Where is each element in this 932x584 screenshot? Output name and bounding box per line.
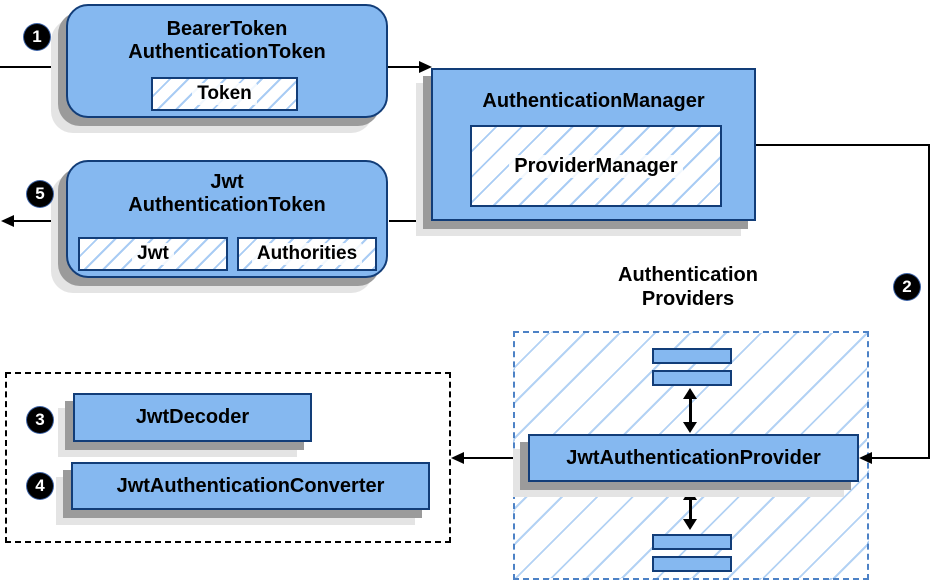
double-arrow-up-icon [683, 489, 697, 500]
double-arrow-up-icon [683, 388, 697, 399]
step-1-badge: 1 [24, 24, 50, 50]
authorities-chip: Authorities [237, 237, 377, 271]
provider-manager-chip: ProviderManager [470, 125, 722, 207]
token-chip: Token [151, 77, 298, 111]
provider-to-decoder-arrow-line [463, 457, 528, 459]
bearer-token-authentication-token-node: BearerToken AuthenticationToken [66, 4, 388, 118]
node-title: AuthenticationManager [482, 90, 705, 112]
step-5-badge: 5 [27, 181, 53, 207]
manager-to-provider-path-right [928, 144, 930, 459]
jwt-authentication-provider-node: JwtAuthenticationProvider [528, 434, 859, 482]
provider-to-decoder-arrowhead-icon [451, 452, 464, 464]
step-4-badge: 4 [27, 473, 53, 499]
provider-stack-bar [652, 556, 732, 572]
authentication-providers-label: Authentication Providers [618, 264, 758, 310]
step-3-badge: 3 [27, 407, 53, 433]
jwt-authentication-converter-node: JwtAuthenticationConverter [71, 462, 430, 510]
manager-to-provider-path-bottom [872, 457, 930, 459]
manager-to-provider-arrowhead-icon [859, 452, 872, 464]
outgoing-result-arrowhead-icon [1, 215, 14, 227]
manager-to-provider-path-top [755, 144, 930, 146]
jwt-chip: Jwt [78, 237, 228, 271]
bearer-to-manager-arrowhead-icon [419, 61, 432, 73]
node-title: BearerToken AuthenticationToken [128, 18, 326, 63]
manager-to-jwt-token-line [389, 220, 433, 222]
bearer-to-manager-arrow-line [388, 66, 421, 68]
double-arrow-down-icon [683, 519, 697, 530]
incoming-request-line [0, 66, 67, 68]
provider-stack-bar [652, 348, 732, 364]
provider-stack-bar [652, 370, 732, 386]
outgoing-result-arrow-line [9, 220, 66, 222]
double-arrow-down-icon [683, 422, 697, 433]
node-title: Jwt AuthenticationToken [128, 171, 326, 216]
step-2-badge: 2 [894, 274, 920, 300]
jwt-decoder-node: JwtDecoder [73, 393, 312, 442]
provider-stack-bar [652, 534, 732, 550]
